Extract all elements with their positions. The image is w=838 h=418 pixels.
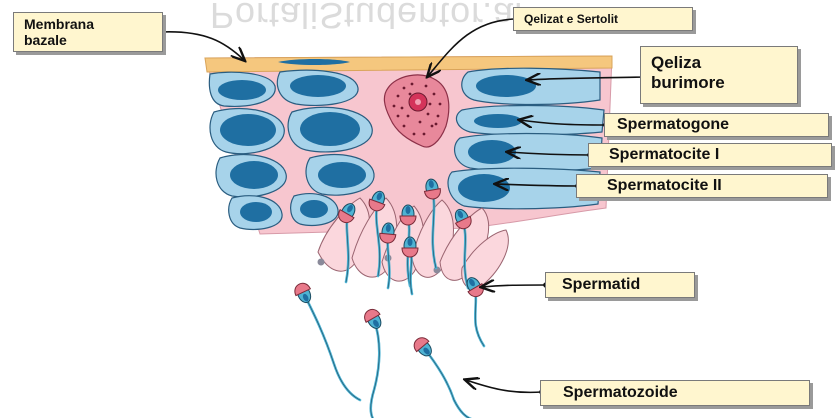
label-line: bazale (24, 32, 67, 48)
sperm-head (292, 281, 315, 306)
label-spermatocite-1: Spermatocite I (588, 143, 832, 167)
label-spermatocite-2: Spermatocite II (576, 174, 828, 198)
label-line: Membrana (24, 16, 94, 32)
sperm-cell (292, 281, 360, 400)
label-line: Qeliza (651, 53, 701, 73)
label-text: Spermatocite II (607, 177, 722, 195)
sperm-head (362, 306, 386, 331)
sertoli-granule (423, 133, 426, 136)
label-line: burimore (651, 73, 725, 93)
sertoli-granule (429, 103, 432, 106)
sertoli-granule (407, 115, 410, 118)
label-spermatozoide: Spermatozoide (540, 380, 810, 406)
sperm-tail-outline (424, 348, 474, 418)
sperm-cell (362, 306, 386, 418)
sperm-cell (411, 334, 474, 418)
cell (210, 109, 284, 154)
sertoli-granule (403, 125, 406, 128)
sertoli-granule (411, 83, 414, 86)
cell (462, 68, 600, 104)
cell (216, 155, 286, 197)
sperm-tail (371, 320, 382, 418)
cell (455, 134, 602, 172)
sertoli-granule (419, 121, 422, 124)
label-membrana-bazale: Membrana bazale (13, 12, 163, 52)
sperm-head (411, 334, 436, 360)
arrow-spermatid (482, 285, 546, 287)
label-spermatogone: Spermatogone (604, 113, 829, 137)
label-spermatid: Spermatid (545, 272, 695, 298)
sertoli-granule (409, 93, 412, 96)
sertoli-granule (425, 85, 428, 88)
label-text: Spermatozoide (563, 384, 678, 402)
sertoli-granule (437, 115, 440, 118)
sertoli-granule (397, 95, 400, 98)
sertoli-granule (431, 125, 434, 128)
sertoli-granule (439, 103, 442, 106)
arrow-membrana-bazale (160, 32, 244, 60)
sperm-tail (304, 294, 360, 400)
cell (277, 70, 358, 105)
cell (456, 106, 604, 136)
cell (209, 72, 275, 106)
sertoli-granule (393, 105, 396, 108)
cell (306, 155, 374, 196)
sperm-tail-outline (371, 320, 382, 418)
label-text: Qelizat e Sertolit (524, 12, 618, 26)
label-text: Spermatocite I (609, 146, 719, 164)
sertoli-granule (397, 115, 400, 118)
sertoli-granule (435, 123, 438, 126)
sertoli-granule (433, 93, 436, 96)
label-qeliza-burimore: Qeliza burimore (640, 46, 798, 104)
sertoli-granule (401, 107, 404, 110)
cell (288, 107, 372, 152)
sertoli-granule (413, 133, 416, 136)
label-text: Spermatid (562, 276, 640, 294)
sertoli-granule (427, 113, 430, 116)
arrow-spermatozoide (466, 380, 542, 392)
label-text: Spermatogone (617, 116, 729, 134)
sertoli-granule (403, 87, 406, 90)
label-qelizat-sertolit: Qelizat e Sertolit (513, 7, 693, 31)
